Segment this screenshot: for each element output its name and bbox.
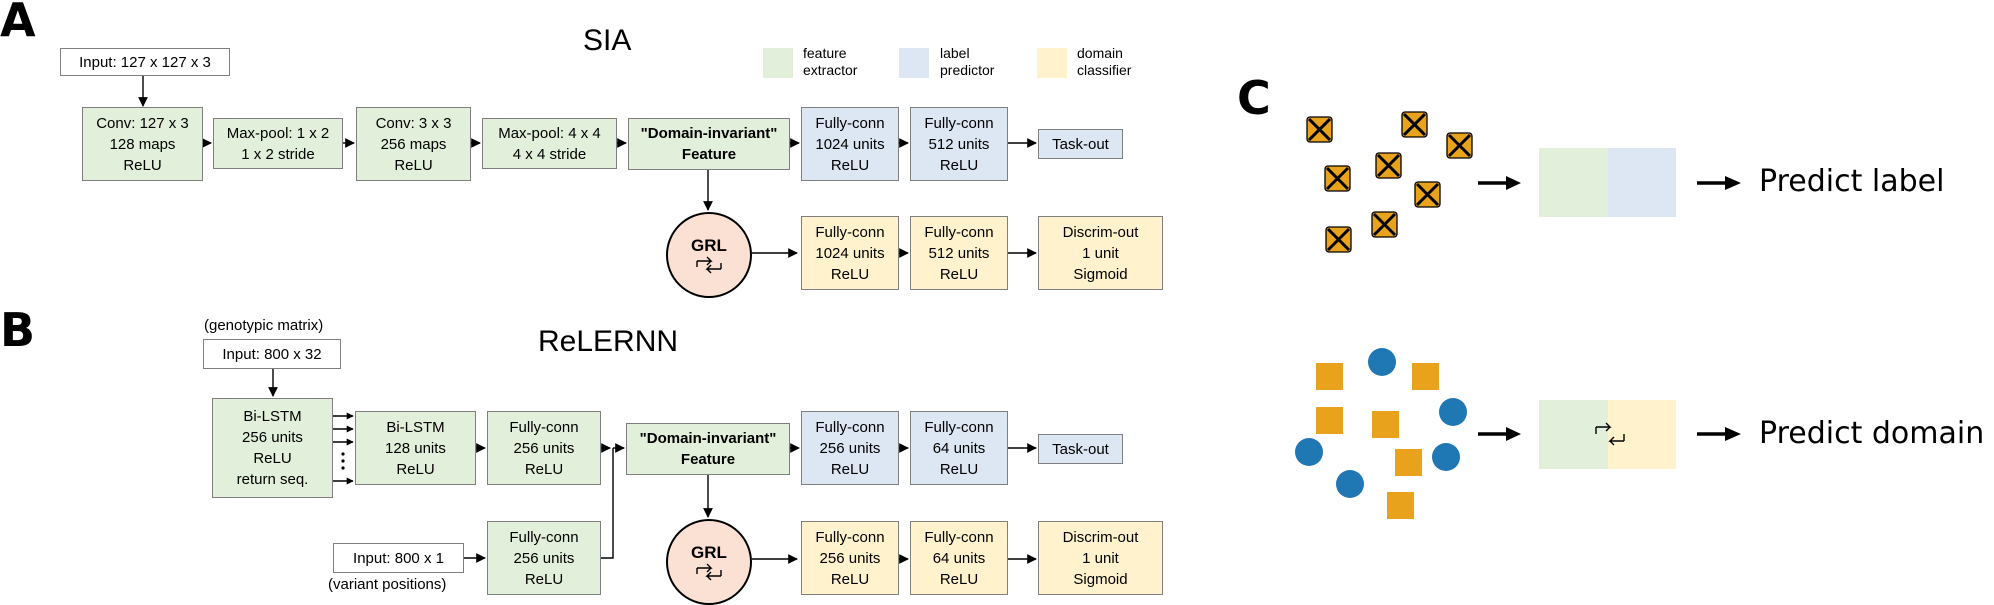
legend-swatch-label	[899, 48, 929, 78]
legend-swatch-domain	[1037, 48, 1067, 78]
sequence-ellipsis	[341, 452, 345, 470]
relernn-grl-label: GRL	[691, 542, 727, 562]
panel-c-graphics	[1295, 111, 1741, 519]
predict-domain-text: Predict domain	[1759, 416, 1985, 451]
domain-block-bottom	[1608, 400, 1676, 469]
label-block-top	[1608, 148, 1676, 217]
relernn-input1-box: Input: 800 x 32	[203, 339, 341, 369]
relernn-input2-box: Input: 800 x 1	[333, 543, 464, 573]
blue-circles	[1295, 348, 1467, 498]
line-fcb-merge	[601, 448, 614, 559]
genotypic-matrix-note: (genotypic matrix)	[204, 317, 324, 334]
relernn-grl-node: GRL	[666, 519, 752, 605]
sia-input-box: Input: 127 x 127 x 3	[60, 48, 230, 76]
relernn-feature-box: "Domain-invariant"Feature	[626, 423, 790, 475]
relernn-title: ReLERNN	[538, 325, 679, 358]
panel-label-b: B	[0, 303, 36, 357]
swap-icon-c	[1595, 422, 1625, 446]
variant-positions-note: (variant positions)	[328, 576, 447, 593]
swap-icon	[696, 256, 722, 273]
sia-title: SIA	[583, 24, 632, 57]
orange-squares	[1316, 363, 1439, 519]
sia-task-out-box: Task-out	[1038, 129, 1123, 159]
panel-label-c: C	[1237, 71, 1271, 125]
sia-feature-box: "Domain-invariant"Feature	[628, 118, 790, 170]
sia-grl-label: GRL	[691, 235, 727, 255]
legend-swatch-feature	[763, 48, 793, 78]
feature-block-bottom	[1539, 400, 1608, 469]
relernn-task-out-box: Task-out	[1038, 434, 1123, 464]
sia-grl-node: GRL	[666, 212, 752, 298]
cross-marks	[1307, 112, 1472, 252]
feature-block-top	[1539, 148, 1608, 217]
swap-icon	[696, 563, 722, 580]
panel-label-a: A	[0, 0, 36, 47]
predict-label-text: Predict label	[1759, 164, 1945, 199]
